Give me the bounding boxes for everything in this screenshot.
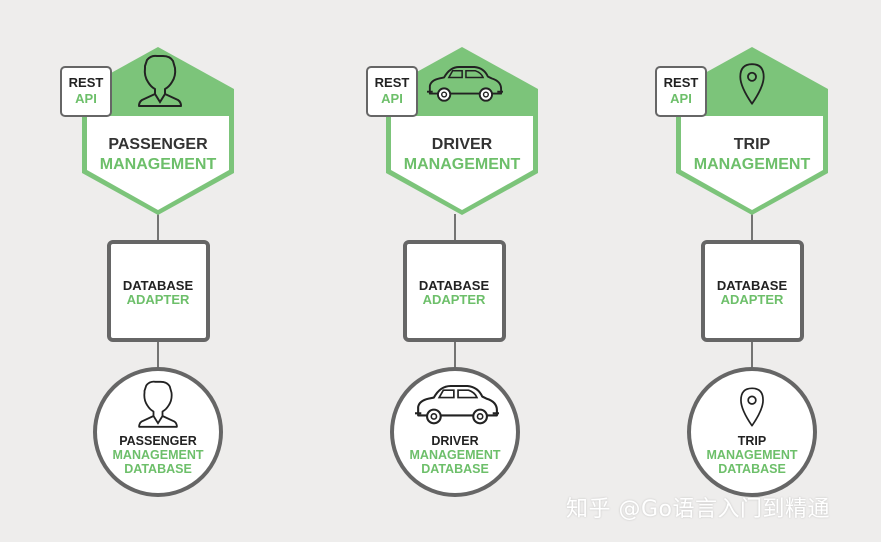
rest-api-label: API [381,91,403,106]
rest-api-label: REST [375,75,410,90]
database-label: DRIVER [431,434,478,448]
database-label: MANAGEMENT [113,448,204,462]
service-hexagon-inner [681,116,823,210]
watermark-text: 知乎 @Go语言入门到精通 [566,497,831,522]
rest-api-label: API [670,91,692,106]
adapter-label: ADAPTER [721,292,784,307]
database-circle: TRIP MANAGEMENT DATABASE [687,367,817,497]
adapter-label: ADAPTER [127,292,190,307]
rest-api-badge: REST API [60,66,112,117]
rest-api-label: REST [69,75,104,90]
database-label: DATABASE [421,462,489,476]
rest-api-badge: REST API [655,66,707,117]
adapter-label: ADAPTER [423,292,486,307]
service-subtitle: MANAGEMENT [694,156,811,173]
adapter-label: DATABASE [717,278,788,293]
rest-api-badge: REST API [366,66,418,117]
database-label: DATABASE [124,462,192,476]
service-column-trip: TRIP MANAGEMENT REST API DATABASE ADAPTE… [655,47,828,497]
database-label: PASSENGER [119,434,197,448]
database-label: DATABASE [718,462,786,476]
database-label: MANAGEMENT [707,448,798,462]
database-circle: DRIVER MANAGEMENT DATABASE [390,367,520,497]
database-label: MANAGEMENT [410,448,501,462]
service-column-driver: DRIVER MANAGEMENT REST API DATABASE ADAP… [366,47,538,497]
database-adapter-box: DATABASE ADAPTER [701,240,804,342]
service-hexagon-inner [87,116,229,210]
database-label: TRIP [738,434,766,448]
database-adapter-box: DATABASE ADAPTER [403,240,506,342]
adapter-label: DATABASE [123,278,194,293]
service-title: PASSENGER [108,136,208,153]
rest-api-label: API [75,91,97,106]
service-title: TRIP [734,136,771,153]
rest-api-label: REST [664,75,699,90]
service-column-passenger: PASSENGER MANAGEMENT REST API DATABASE A… [60,47,234,497]
database-circle: PASSENGER MANAGEMENT DATABASE [93,367,223,497]
service-subtitle: MANAGEMENT [404,156,521,173]
database-adapter-box: DATABASE ADAPTER [107,240,210,342]
service-hexagon-inner [391,116,533,210]
service-subtitle: MANAGEMENT [100,156,217,173]
adapter-label: DATABASE [419,278,490,293]
service-title: DRIVER [432,136,493,153]
